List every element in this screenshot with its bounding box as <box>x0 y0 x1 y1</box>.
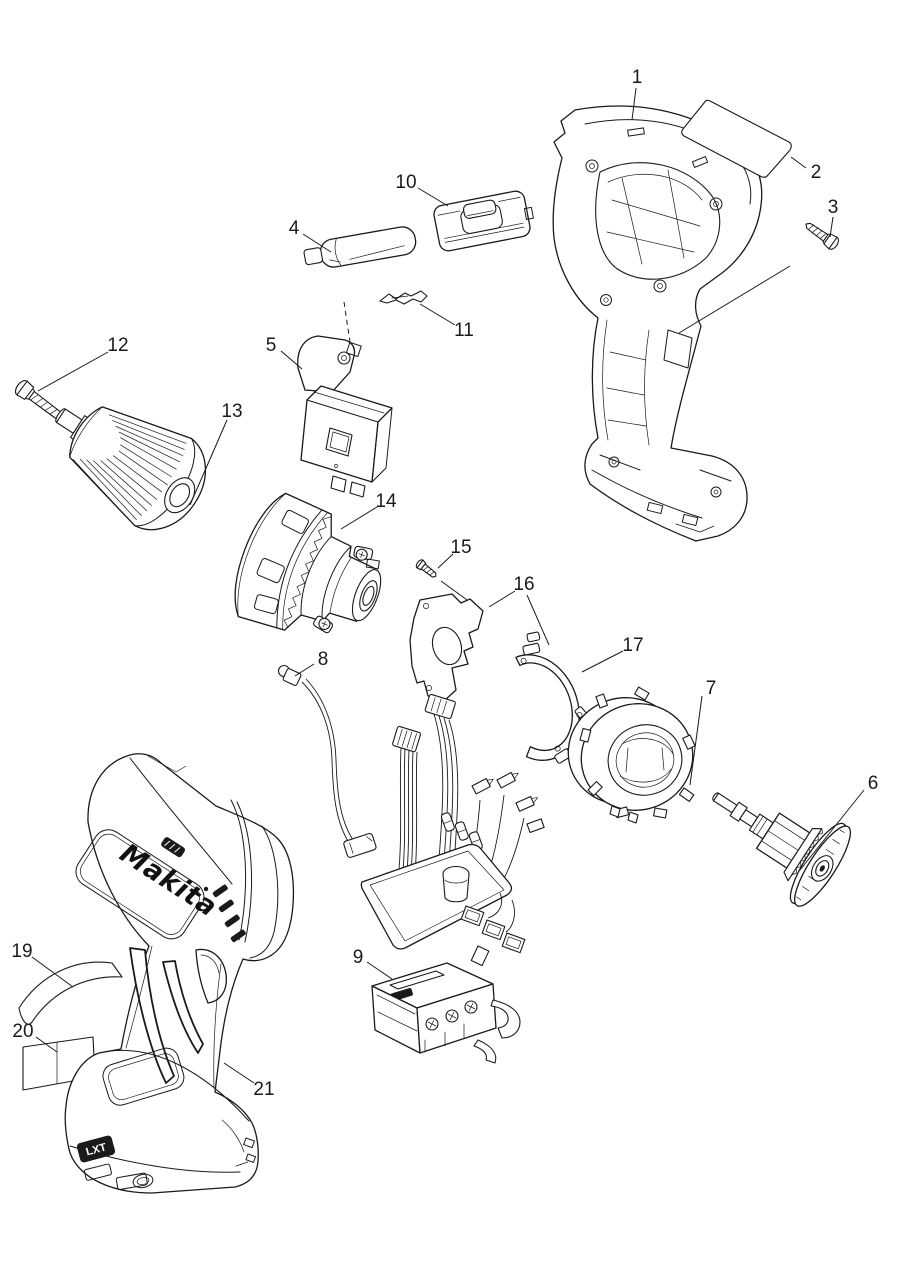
callout-leader-17 <box>581 650 624 673</box>
controller-assembly <box>360 693 545 967</box>
part-21-drill-assembly: Makita LXT <box>64 753 295 1194</box>
part-12-screw <box>14 380 63 420</box>
callout-leader-19 <box>31 956 74 988</box>
callout-leader-7 <box>689 695 703 786</box>
callout-label-12: 12 <box>107 335 128 356</box>
callout-leader-16 <box>488 590 516 608</box>
part-9-terminal-block <box>371 962 521 1064</box>
part-3-screw <box>805 222 840 250</box>
callout-leader-13 <box>189 419 228 506</box>
assembly-line-1 <box>678 265 791 334</box>
callout-label-9: 9 <box>353 947 364 968</box>
callout-label-10: 10 <box>395 172 416 193</box>
callout-label-20: 20 <box>12 1021 33 1042</box>
callout-leader-21 <box>223 1062 255 1084</box>
part-15-screw <box>415 559 437 578</box>
callout-label-17: 17 <box>622 635 643 656</box>
callout-leader-15 <box>437 553 454 569</box>
callout-leader-20 <box>35 1036 58 1053</box>
assembly-line-3 <box>440 580 468 601</box>
part-5-switch <box>297 335 393 498</box>
callout-leader-11 <box>419 303 456 326</box>
part-13-chuck <box>55 406 207 531</box>
part-2-label-sticker <box>681 99 792 178</box>
callout-label-3: 3 <box>828 197 839 218</box>
part-17-retaining-ring <box>515 631 590 764</box>
callout-label-14: 14 <box>375 491 397 512</box>
part-7-stator <box>567 686 696 824</box>
callout-leader-3 <box>829 216 834 238</box>
assembly-lines <box>343 265 791 646</box>
callout-label-6: 6 <box>868 773 879 794</box>
callout-label-16: 16 <box>513 574 534 595</box>
assembly-line-4 <box>526 594 550 646</box>
part-11-contact-lever <box>379 290 428 305</box>
part-16-baffle-plate <box>409 593 484 714</box>
callout-label-21: 21 <box>253 1079 274 1100</box>
callout-label-7: 7 <box>706 678 717 699</box>
part-14-gear-assembly <box>234 492 382 634</box>
callout-leader-1 <box>631 87 637 121</box>
callout-label-19: 19 <box>11 941 32 962</box>
callout-leader-12 <box>37 351 109 392</box>
callout-label-4: 4 <box>289 218 300 239</box>
callout-label-1: 1 <box>632 67 643 88</box>
part-4-lever <box>303 226 417 268</box>
assembly-line-2 <box>343 301 351 343</box>
callout-leader-2 <box>790 156 807 169</box>
callout-label-13: 13 <box>221 401 242 422</box>
battery-model-patch: LXT <box>76 1135 116 1163</box>
callout-label-8: 8 <box>318 649 329 670</box>
part-8-led-wire <box>277 664 377 858</box>
part-19-label-sticker <box>18 961 123 1025</box>
part-1-housing-half <box>552 105 763 542</box>
battery-model-text: LXT <box>85 1141 108 1158</box>
part-10-slide-button <box>433 190 534 252</box>
callout-label-5: 5 <box>266 335 277 356</box>
callout-leader-5 <box>280 350 303 370</box>
callout-leader-6 <box>799 789 865 871</box>
callout-leader-4 <box>302 233 332 253</box>
part-6-rotor <box>712 792 851 907</box>
callout-label-2: 2 <box>811 162 822 183</box>
callout-leader-10 <box>417 187 449 207</box>
callout-label-15: 15 <box>450 537 471 558</box>
callout-leader-9 <box>366 961 393 980</box>
callout-leader-14 <box>340 506 378 530</box>
model-badge <box>161 837 185 858</box>
callout-label-11: 11 <box>454 320 474 341</box>
callout-leader-8 <box>294 663 315 677</box>
